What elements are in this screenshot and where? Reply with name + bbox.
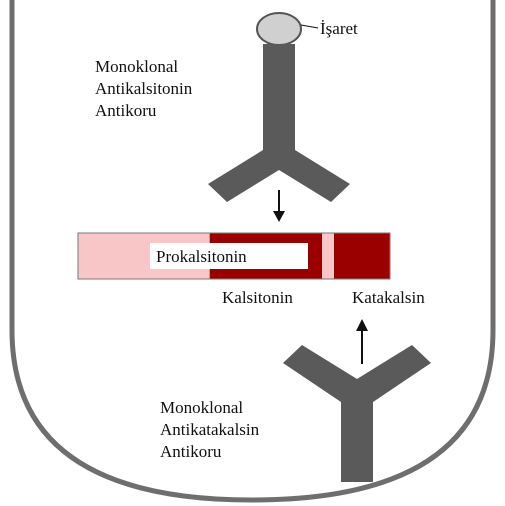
katacalcin-segment [334, 233, 390, 279]
antibody-arms [283, 345, 431, 402]
antibody-stem [341, 398, 373, 482]
katacalcin-label: Katakalsin [352, 288, 425, 307]
signal-label-marker [257, 13, 301, 45]
top-antibody-label-line-2: Antikalsitonin [95, 79, 193, 98]
antikatacalcin-antibody [283, 345, 431, 482]
procalcitonin-molecule: Prokalsitonin [78, 233, 390, 279]
bottom-antibody-label-line-1: Monoklonal [160, 398, 243, 417]
linker-segment [322, 233, 334, 279]
anticalcitonin-antibody [208, 13, 350, 202]
binding-arrow-up [356, 319, 368, 364]
binding-arrow-down [273, 190, 285, 222]
procalcitonin-label: Prokalsitonin [156, 247, 247, 266]
calcitonin-label: Kalsitonin [222, 288, 293, 307]
bottom-antibody-label-line-2: Antikatakalsin [160, 420, 260, 439]
signal-label-connector [301, 25, 318, 28]
bottom-antibody-label-line-3: Antikoru [160, 442, 222, 461]
top-antibody-label-line-3: Antikoru [95, 101, 157, 120]
antibody-stem [263, 44, 295, 154]
top-antibody-label-line-1: Monoklonal [95, 57, 178, 76]
signal-label: İşaret [320, 19, 358, 38]
